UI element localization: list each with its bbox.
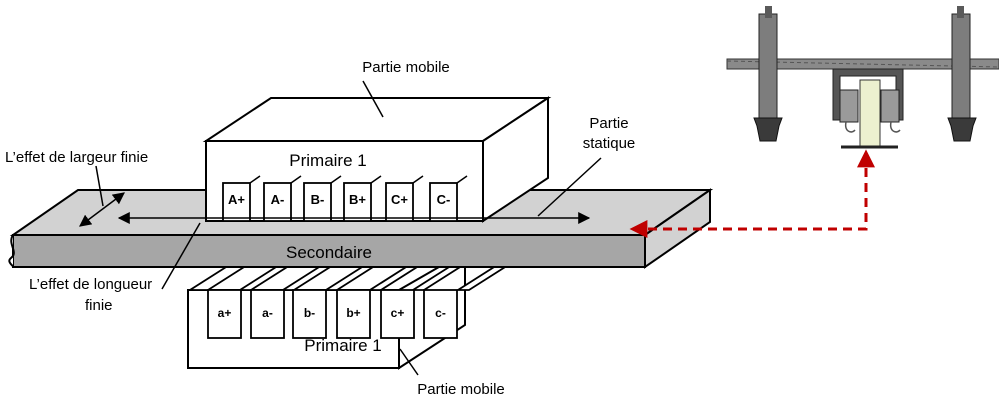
bottom-slot-label: a- — [262, 306, 273, 320]
length-effect-label-line1: L’effet de longueur — [29, 276, 152, 293]
bottom-slot-label: c+ — [391, 306, 405, 320]
bottom-slot-label: c- — [435, 306, 446, 320]
bottom-slot-1: a+ — [207, 289, 242, 339]
bottom-mobile-label: Partie mobile — [417, 381, 505, 398]
bottom-slot-4: b+ — [336, 289, 371, 339]
bottom-slot-label: b- — [304, 306, 315, 320]
top-slot-label: B+ — [349, 192, 366, 207]
top-mobile-label: Partie mobile — [362, 59, 450, 76]
annotation-arrows — [79, 80, 602, 376]
primary-bottom-label: Primaire 1 — [304, 336, 381, 355]
width-arrow — [79, 192, 125, 227]
bottom-slot-3: b- — [292, 289, 327, 339]
bottom-slot-2: a- — [250, 289, 285, 339]
red-connector — [629, 149, 875, 238]
top-slot-label: C+ — [391, 192, 408, 207]
static-leader — [537, 157, 602, 217]
width-leader — [95, 165, 104, 207]
length-leader — [161, 222, 201, 290]
vehicle-illustration — [726, 6, 999, 149]
top-slot-label: A- — [271, 192, 285, 207]
top-slot-label: C- — [437, 192, 451, 207]
static-label-line1: Partie — [589, 115, 628, 132]
bottom-slot-label: a+ — [218, 306, 232, 320]
top-mobile-leader — [362, 80, 384, 118]
top-slot-label: B- — [311, 192, 325, 207]
bottom-slot-6: c- — [423, 289, 458, 339]
width-effect-label: L’effet de largeur finie — [5, 149, 148, 166]
primary-top-label: Primaire 1 — [289, 151, 366, 170]
static-label-line2: statique — [583, 135, 636, 152]
secondary-label: Secondaire — [286, 243, 372, 262]
top-primary: A+ A- B- B+ C+ C- Primaire 1 — [202, 96, 552, 223]
bottom-mobile-leader — [399, 348, 419, 376]
bottom-slot-label: b+ — [346, 306, 360, 320]
bottom-slots: a+ a-b-b+ c+ c- — [207, 289, 458, 339]
top-slot-label: A+ — [228, 192, 245, 207]
length-effect-label-line2: finie — [85, 297, 113, 314]
bottom-slot-5: c+ — [380, 289, 415, 339]
